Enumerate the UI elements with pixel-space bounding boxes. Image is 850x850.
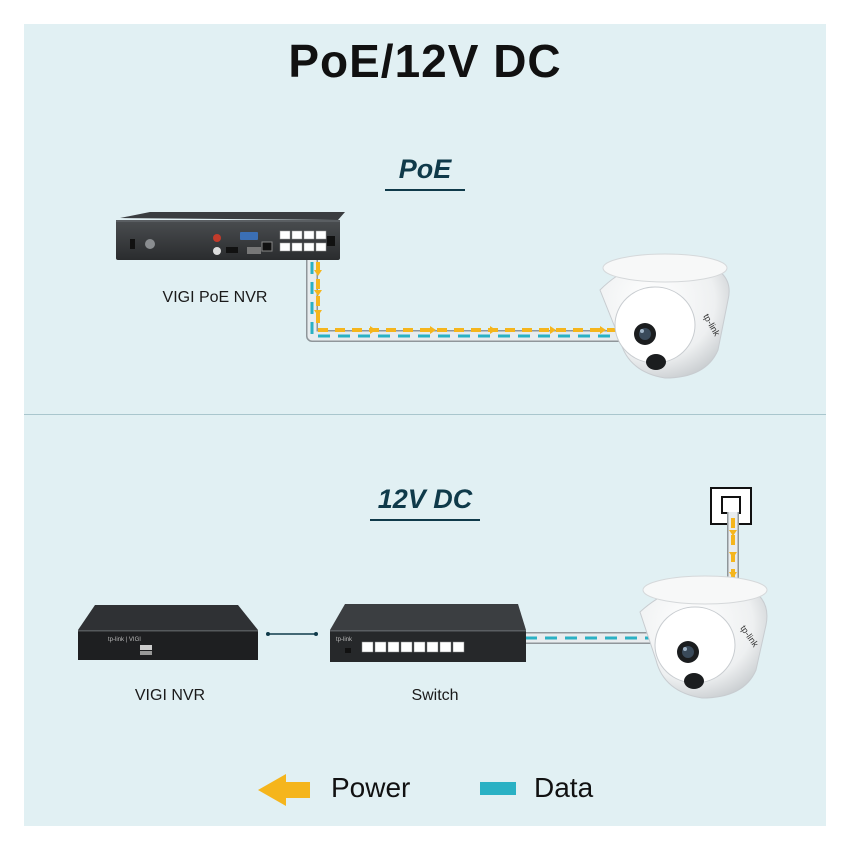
vigi-poe-nvr-device [116, 212, 345, 260]
vigi-nvr-label: VIGI NVR [134, 687, 206, 704]
switch-brand: tp-link [336, 637, 353, 643]
vigi-nvr-front-text: tp-link | VIGI [108, 637, 141, 643]
section-divider [24, 414, 826, 415]
section-title-poe-text: PoE [398, 154, 452, 184]
section-title-poe-underline [385, 189, 465, 191]
vigi-poe-nvr-label: VIGI PoE NVR [162, 289, 268, 306]
section-title-12v: 12V DC [370, 484, 480, 521]
section-title-12v-text: 12V DC [377, 484, 473, 514]
vigi-nvr-device: tp-link | VIGI [78, 605, 258, 660]
dc-dome-camera: tp-link [639, 575, 768, 699]
switch-label: Switch [411, 687, 459, 704]
section-title-poe: PoE [385, 154, 465, 191]
nvr-switch-link [266, 632, 318, 636]
legend-data-label: Data [534, 772, 594, 803]
switch-device: tp-link [330, 604, 526, 662]
section-title-12v-underline [370, 519, 480, 521]
legend-power-label: Power [331, 772, 411, 803]
poe-cable [306, 257, 625, 342]
legend-data-swatch [480, 782, 516, 795]
dc-power-cable [727, 512, 739, 584]
poe-dome-camera: tp-link [599, 253, 730, 379]
page-title: PoE/12V DC [288, 35, 562, 87]
legend-power-arrow-icon [258, 774, 310, 806]
legend [258, 774, 516, 806]
